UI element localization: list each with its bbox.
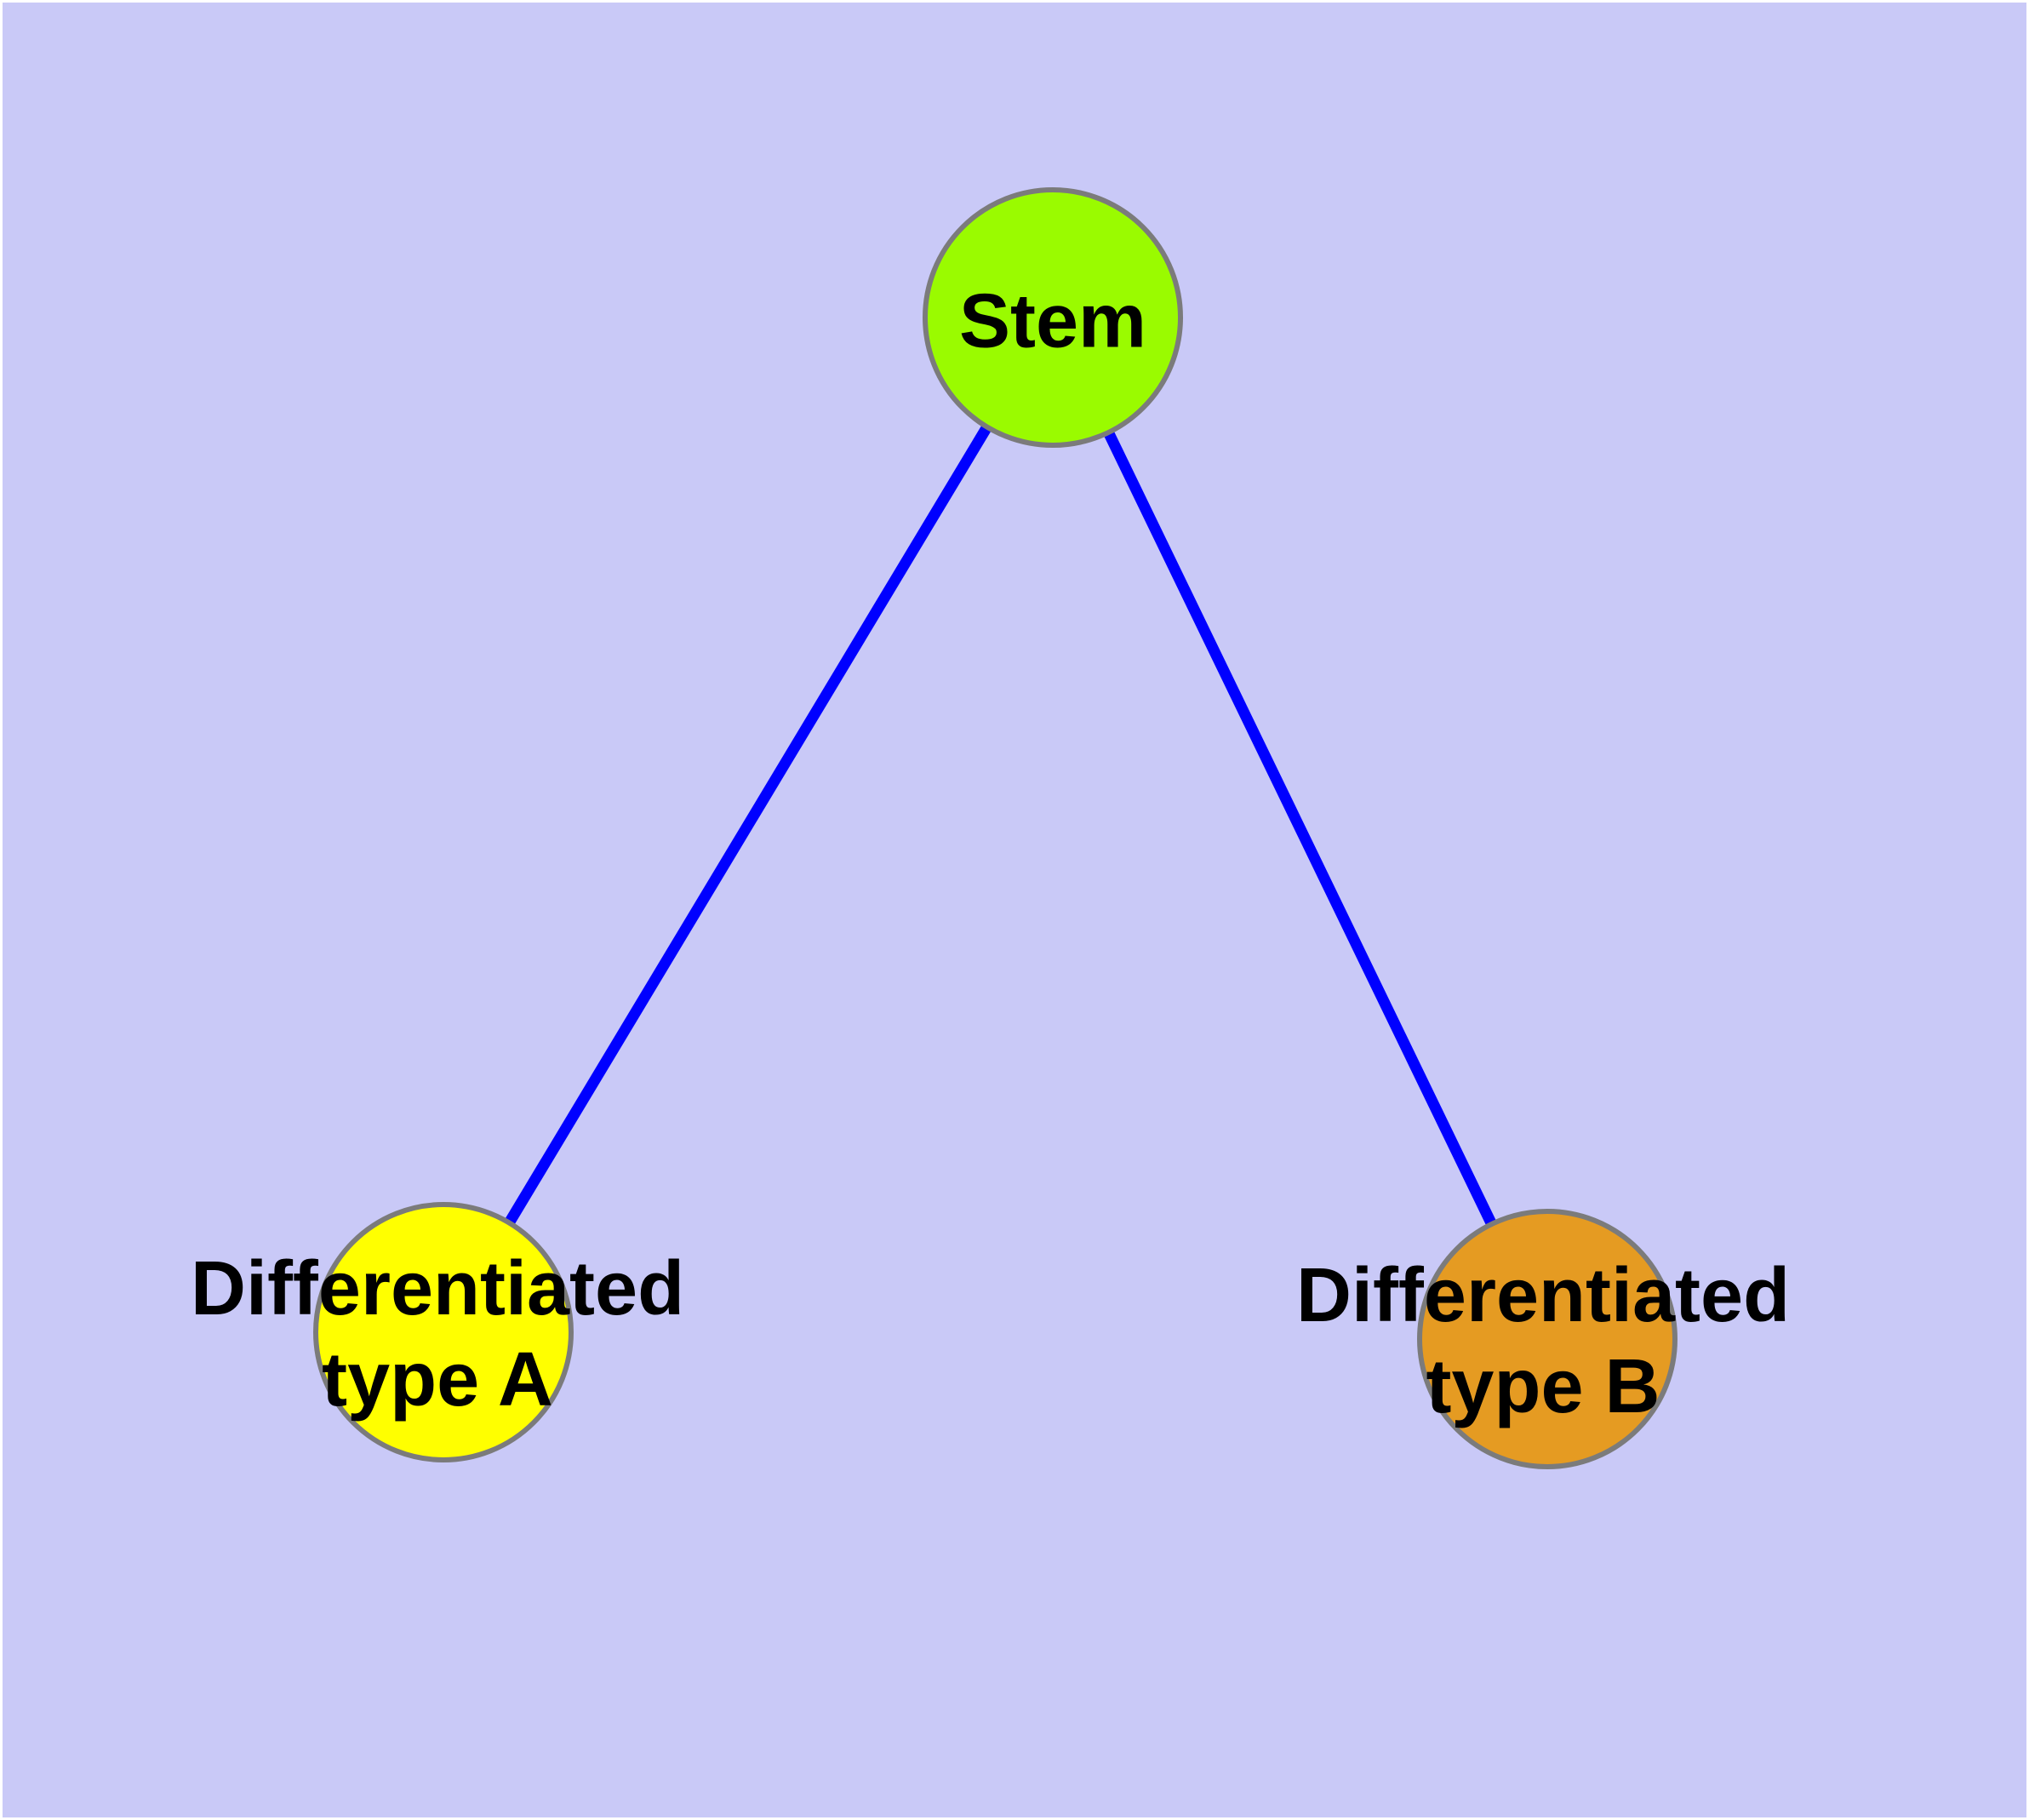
node-differentiated-type-a (313, 1202, 574, 1462)
node-type-a-label-line1: Differentiated (190, 1246, 685, 1331)
node-type-b-label-line1: Differentiated (1295, 1253, 1791, 1338)
node-type-a-label: Differentiated type A (191, 1244, 684, 1426)
node-stem-label: Stem (959, 277, 1146, 368)
node-type-b-label-line2: type B (1426, 1344, 1660, 1429)
edge-stem-to-type-b (1048, 315, 1552, 1342)
node-stem-label-text: Stem (958, 278, 1147, 364)
edge-stem-to-type-a (438, 314, 1058, 1336)
node-differentiated-type-b (1417, 1209, 1677, 1469)
node-stem (923, 187, 1183, 448)
node-type-a-label-line2: type A (322, 1337, 553, 1422)
node-type-b-label: Differentiated type B (1296, 1251, 1790, 1433)
